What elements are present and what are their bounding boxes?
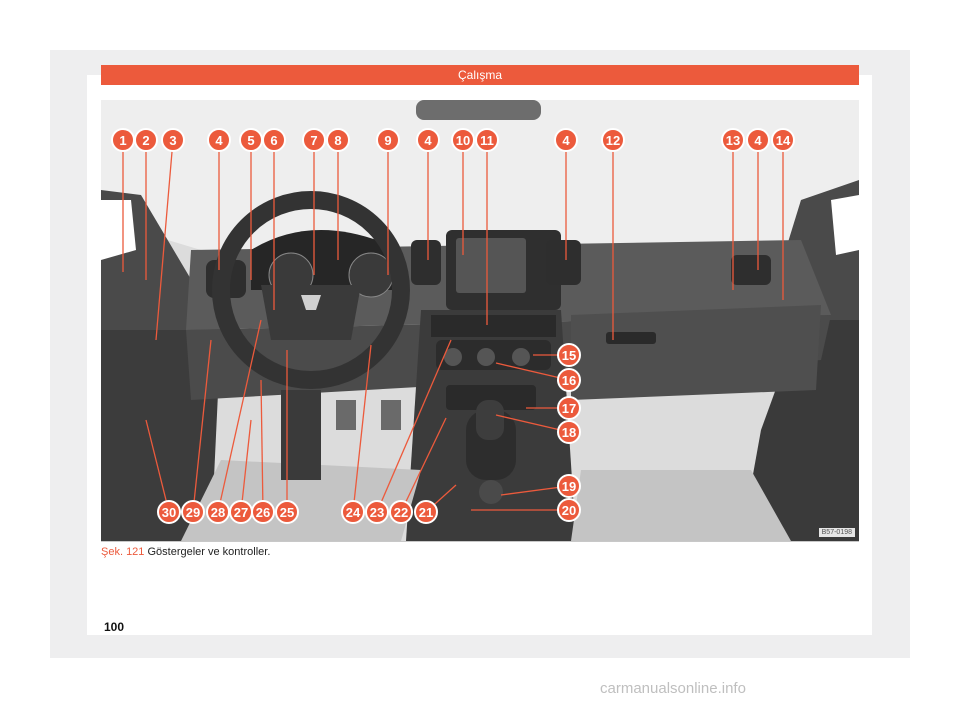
svg-text:8: 8 (334, 133, 341, 148)
svg-text:16: 16 (562, 373, 576, 388)
callout-19: 19 (557, 474, 581, 498)
callout-15: 15 (557, 343, 581, 367)
svg-text:28: 28 (211, 505, 225, 520)
svg-text:4: 4 (215, 133, 223, 148)
callout-9: 9 (376, 128, 400, 152)
svg-text:18: 18 (562, 425, 576, 440)
callout-4d: 4 (746, 128, 770, 152)
svg-text:14: 14 (776, 133, 791, 148)
callout-29: 29 (181, 500, 205, 524)
svg-text:21: 21 (419, 505, 433, 520)
callout-7: 7 (302, 128, 326, 152)
caption-text: Göstergeler ve kontroller. (147, 546, 271, 558)
figure-caption: Şek. 121 Göstergeler ve kontroller. (101, 546, 859, 558)
svg-text:7: 7 (310, 133, 317, 148)
callout-22: 22 (389, 500, 413, 524)
svg-text:24: 24 (346, 505, 361, 520)
svg-text:25: 25 (280, 505, 294, 520)
svg-text:1: 1 (119, 133, 126, 148)
callout-12: 12 (601, 128, 625, 152)
svg-text:17: 17 (562, 401, 576, 416)
svg-text:3: 3 (169, 133, 176, 148)
section-header: Çalışma (101, 65, 859, 85)
callout-26: 26 (251, 500, 275, 524)
svg-text:29: 29 (186, 505, 200, 520)
callout-1: 1 (111, 128, 135, 152)
callout-4c: 4 (554, 128, 578, 152)
svg-text:19: 19 (562, 479, 576, 494)
callout-8: 8 (326, 128, 350, 152)
callout-20: 20 (557, 498, 581, 522)
svg-text:27: 27 (234, 505, 248, 520)
svg-text:4: 4 (424, 133, 432, 148)
watermark: carmanualsonline.info (600, 680, 746, 697)
steering-wheel (212, 191, 410, 389)
callout-24: 24 (341, 500, 365, 524)
page-number: 100 (104, 620, 125, 634)
svg-text:13: 13 (726, 133, 740, 148)
svg-text:10: 10 (456, 133, 470, 148)
callout-6: 6 (262, 128, 286, 152)
svg-text:26: 26 (256, 505, 270, 520)
callout-4b: 4 (416, 128, 440, 152)
figure-reference-code: B57-0198 (818, 528, 855, 537)
callout-21: 21 (414, 500, 438, 524)
svg-text:4: 4 (754, 133, 762, 148)
callout-16: 16 (557, 368, 581, 392)
svg-text:12: 12 (606, 133, 620, 148)
callout-25: 25 (275, 500, 299, 524)
svg-text:2: 2 (142, 133, 149, 148)
callout-2: 2 (134, 128, 158, 152)
callout-13: 13 (721, 128, 745, 152)
svg-text:11: 11 (480, 133, 494, 148)
svg-text:15: 15 (562, 348, 576, 363)
callout-17: 17 (557, 396, 581, 420)
callout-23: 23 (365, 500, 389, 524)
callout-18: 18 (557, 420, 581, 444)
svg-text:4: 4 (562, 133, 570, 148)
figure-number: Şek. 121 (101, 546, 145, 558)
svg-text:22: 22 (394, 505, 408, 520)
dashboard-drawing: 1 2 3 4 5 6 7 8 9 4 10 11 4 12 13 4 14 1… (101, 100, 859, 541)
svg-text:9: 9 (384, 133, 391, 148)
svg-text:23: 23 (370, 505, 384, 520)
callout-3: 3 (161, 128, 185, 152)
dashboard-illustration: 1 2 3 4 5 6 7 8 9 4 10 11 4 12 13 4 14 1… (101, 100, 859, 542)
svg-text:20: 20 (562, 503, 576, 518)
svg-text:5: 5 (247, 133, 254, 148)
svg-text:30: 30 (162, 505, 176, 520)
callout-28: 28 (206, 500, 230, 524)
callout-11: 11 (475, 128, 499, 152)
callout-4a: 4 (207, 128, 231, 152)
mirror (416, 100, 541, 120)
svg-text:6: 6 (270, 133, 277, 148)
callout-10: 10 (451, 128, 475, 152)
callout-27: 27 (229, 500, 253, 524)
infotainment-screen (456, 238, 526, 293)
callout-14: 14 (771, 128, 795, 152)
callout-30: 30 (157, 500, 181, 524)
callout-5: 5 (239, 128, 263, 152)
